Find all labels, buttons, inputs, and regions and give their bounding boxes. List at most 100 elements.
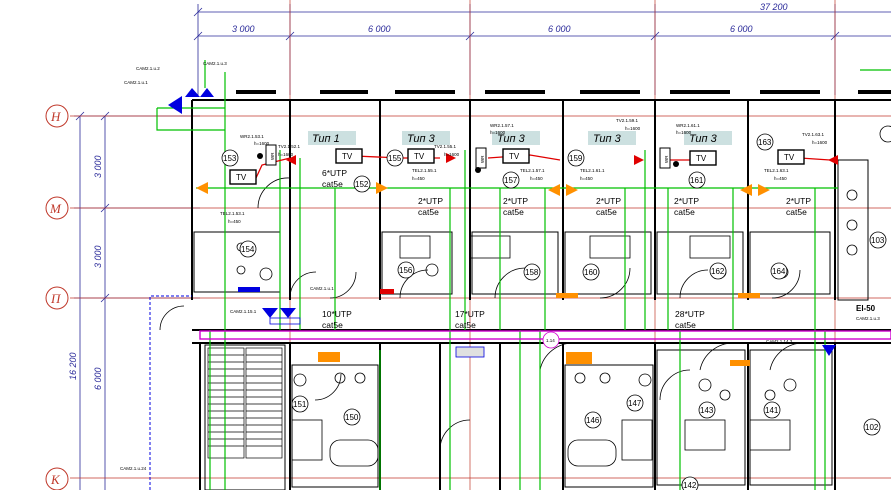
dim-left-1: 3 000 <box>93 155 103 178</box>
note-corr1-cat: cat5e <box>322 320 343 330</box>
room-103: 103 <box>871 236 885 245</box>
tag-h-1: h=1600 <box>254 141 270 146</box>
tv-label-3: TV <box>414 152 425 161</box>
bathroom-partitions <box>193 159 869 490</box>
tv-label-6: TV <box>784 153 795 162</box>
dim-total: 37 200 <box>760 2 788 12</box>
tag-tel-5: TEL2.1.63.1 <box>764 168 789 173</box>
corridor-label: 1.14 <box>546 338 555 343</box>
tv-label-2: TV <box>342 152 353 161</box>
room-163: 163 <box>758 138 772 147</box>
wr-boxes <box>265 144 671 169</box>
room-143: 143 <box>700 406 714 415</box>
room-162: 162 <box>711 267 725 276</box>
walls <box>191 99 891 490</box>
tag-tel-4-h: h=450 <box>580 176 593 181</box>
note-corr1-count: 10*UTP <box>322 309 352 319</box>
tag-cam-6: CAM2.1.u.3 <box>856 316 880 321</box>
facade-windows <box>236 90 891 94</box>
tag-wr-2: WR2.1.57.1 <box>490 123 514 128</box>
room-157: 157 <box>504 176 518 185</box>
tag-cam-8: CAM2.1.14.3 <box>766 339 793 344</box>
tag-tel-3: TEL2.1.57.1 <box>520 168 545 173</box>
tv-label-4: TV <box>509 152 520 161</box>
tag-h-3: h=1600 <box>676 130 692 135</box>
room-153: 153 <box>223 154 237 163</box>
top-dimensions <box>193 4 891 95</box>
note-155-count: 2*UTP <box>418 196 443 206</box>
room-type-4: Тип 3 <box>593 133 622 145</box>
staircase <box>207 347 283 459</box>
room-154: 154 <box>241 245 255 254</box>
room-circles <box>221 133 887 490</box>
right-edge-circle <box>879 125 891 143</box>
cable-routes-green <box>156 60 891 490</box>
wifi-dots <box>257 153 679 173</box>
tag-wr-1: WR2.1.53.1 <box>240 134 264 139</box>
tag-wr-3: WR2.1.61.1 <box>676 123 700 128</box>
door-swings <box>159 177 805 451</box>
note-152-count: 6*UTP <box>322 168 347 178</box>
wr-label-2: WR <box>480 155 485 163</box>
room-146: 146 <box>586 416 600 425</box>
tag-cam-7: CAM2.1.u.24 <box>120 466 147 471</box>
dim-left-3: 6 000 <box>93 367 103 390</box>
tag-tel-2-h: h=450 <box>412 176 425 181</box>
tag-cam-2: CAM2.1.u.2 <box>136 66 160 71</box>
axis-label-m: М <box>49 201 62 216</box>
room-141: 141 <box>765 406 779 415</box>
room-type-3: Тип 3 <box>497 133 526 145</box>
room-161: 161 <box>690 176 704 185</box>
room-158: 158 <box>525 268 539 277</box>
note-corr2-count: 17*UTP <box>455 309 485 319</box>
room-147: 147 <box>628 399 642 408</box>
tag-cam-5: CAM2.1.15.1 <box>230 309 257 314</box>
dim-left-total: 16 200 <box>68 352 78 380</box>
tag-tel-2: TEL2.1.55.1 <box>412 168 437 173</box>
dim-span-1: 3 000 <box>232 24 255 34</box>
elevation-label: El-50 <box>856 304 876 313</box>
corridor-marker <box>542 331 560 349</box>
tag-tv-4: TV2.1.63.1 <box>802 132 825 137</box>
tag-tv-2-h: h=1600 <box>444 152 460 157</box>
tv-boxes <box>229 148 805 185</box>
room-152: 152 <box>355 180 369 189</box>
room-102: 102 <box>865 423 879 432</box>
note-corr3-cat: cat5e <box>675 320 696 330</box>
tag-tel-1: TEL2.1.53.1 <box>220 211 245 216</box>
switch-markers <box>238 287 760 366</box>
note-163-count: 2*UTP <box>786 196 811 206</box>
tv-label-1: TV <box>236 173 247 182</box>
tag-h-2: h=1600 <box>490 130 506 135</box>
tag-cam-4: CAM2.1.u.1 <box>310 286 334 291</box>
room-type-labels <box>308 131 732 145</box>
tv-label-5: TV <box>696 154 707 163</box>
room-142: 142 <box>683 481 697 490</box>
room-160: 160 <box>584 268 598 277</box>
dim-span-2: 6 000 <box>368 24 391 34</box>
wr-label-3: WR <box>664 155 669 163</box>
note-159-cat: cat5e <box>596 207 617 217</box>
tag-tv-3-h: h=1600 <box>625 126 641 131</box>
room-164: 164 <box>772 267 786 276</box>
room-numbers: 153 155 157 159 161 163 152 154 156 158 … <box>223 138 885 490</box>
axis-bubbles <box>45 104 69 490</box>
note-161-cat: cat5e <box>674 207 695 217</box>
cable-notes: 6*UTP cat5e 2*UTP cat5e 2*UTP cat5e 2*UT… <box>322 168 811 330</box>
room-159: 159 <box>569 154 583 163</box>
tag-tel-4: TEL2.1.61.1 <box>580 168 605 173</box>
axis-label-k: К <box>50 472 61 487</box>
data-socket-markers <box>196 182 770 196</box>
camera-marker-outlines <box>269 317 301 325</box>
device-tags: CAM2.1.u.3 CAM2.1.u.2 CAM2.1.u.1 CAM2.1.… <box>120 61 880 471</box>
note-corr3-count: 28*UTP <box>675 309 705 319</box>
tag-tv-1-h: h=1600 <box>278 152 294 157</box>
room-type-5: Тип 3 <box>689 133 718 145</box>
dim-span-4: 6 000 <box>730 24 753 34</box>
dim-left-2: 3 000 <box>93 245 103 268</box>
note-161-count: 2*UTP <box>674 196 699 206</box>
axis-label-n: Н <box>50 109 61 124</box>
tag-tel-3-h: h=450 <box>530 176 543 181</box>
note-163-cat: cat5e <box>786 207 807 217</box>
